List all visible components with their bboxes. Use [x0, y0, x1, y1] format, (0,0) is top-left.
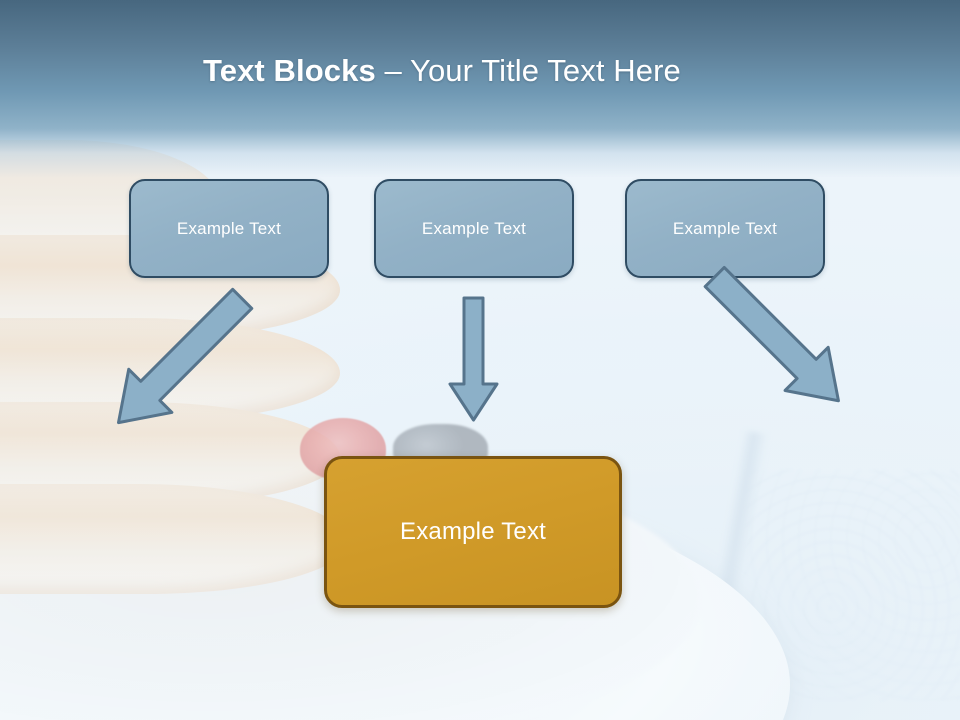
page-title-bold: Text Blocks: [203, 53, 376, 88]
text-block-2[interactable]: Example Text: [374, 179, 574, 278]
arrow-down-icon[interactable]: [445, 296, 505, 428]
page-title: Text Blocks – Your Title Text Here: [203, 53, 681, 89]
arrow-down-right-icon[interactable]: [116, 283, 375, 433]
result-block[interactable]: Example Text: [324, 456, 622, 608]
page-title-rest: Your Title Text Here: [410, 53, 681, 88]
result-block-label: Example Text: [399, 518, 547, 545]
arrow-down-left-icon[interactable]: [580, 265, 840, 433]
text-block-1[interactable]: Example Text: [129, 179, 329, 278]
text-block-2-label: Example Text: [421, 218, 527, 238]
text-block-3-label: Example Text: [672, 218, 778, 238]
text-block-3[interactable]: Example Text: [625, 179, 825, 278]
text-block-1-label: Example Text: [176, 218, 282, 238]
page-title-separator: –: [375, 53, 411, 88]
pancake-layer: [0, 484, 347, 594]
